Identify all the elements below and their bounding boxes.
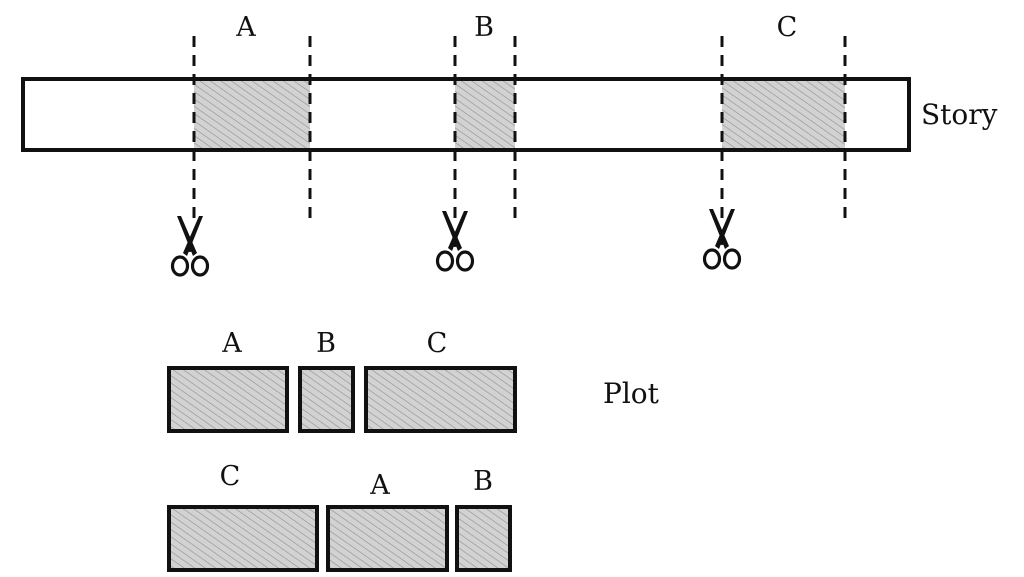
plot-row2-b-label: B (473, 466, 493, 497)
scissors-icon (170, 214, 210, 277)
plot-row2-piece-a (326, 505, 449, 572)
plot-row-1: A B C (167, 328, 517, 433)
story-segment-c (722, 81, 845, 149)
story-section: A B C Story (21, 12, 998, 218)
plot-label: Plot (603, 377, 660, 410)
story-segment-b-label: B (474, 12, 494, 43)
plot-row1-b-label: B (316, 328, 336, 359)
story-label: Story (921, 98, 998, 131)
scissors-icon (435, 209, 475, 272)
story-segment-c-label: C (777, 12, 798, 43)
plot-row1-a-label: A (221, 328, 242, 359)
story-segment-b (455, 81, 515, 149)
plot-row2-piece-b (455, 505, 512, 572)
plot-row2-c-label: C (220, 461, 241, 492)
story-segment-a-label: A (235, 12, 256, 43)
plot-row-2: C A B (167, 461, 512, 572)
plot-row2-a-label: A (369, 470, 390, 501)
plot-row1-piece-c (364, 366, 517, 433)
plot-row1-piece-b (298, 366, 355, 433)
plot-row1-piece-a (167, 366, 289, 433)
story-segment-a (194, 81, 310, 149)
story-bar (21, 77, 911, 152)
plot-row1-c-label: C (427, 328, 448, 359)
plot-row2-piece-c (167, 505, 319, 572)
